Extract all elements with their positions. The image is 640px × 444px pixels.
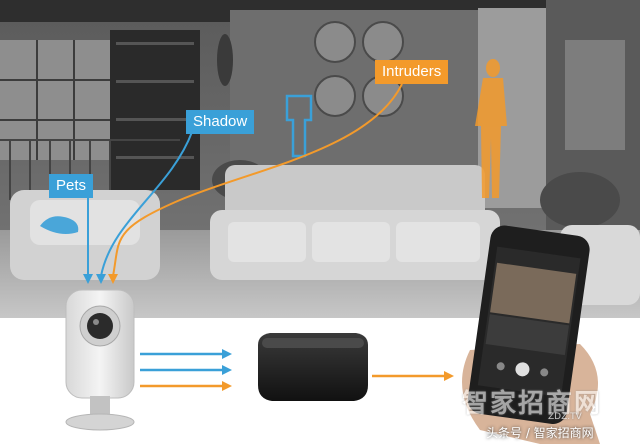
pets-label: Pets xyxy=(49,174,94,198)
left-window xyxy=(0,40,110,160)
watermark-logo-sub: ZDZ.TV xyxy=(548,412,582,422)
wall-mask xyxy=(217,34,233,86)
intruder-figure-icon xyxy=(475,59,507,198)
arrow-heads xyxy=(83,274,118,284)
hub-icon xyxy=(258,333,368,401)
plant-right xyxy=(540,172,620,228)
watermark-logo: 智家招商网 xyxy=(462,389,603,419)
pet-outline-icon xyxy=(40,216,79,234)
watermark-caption: 头条号 / 智家招商网 xyxy=(486,426,594,440)
camera-to-hub-arrows xyxy=(140,349,232,391)
hub-to-phone-arrow xyxy=(372,371,454,381)
shadow-label: Shadow xyxy=(186,110,255,134)
phone-icon xyxy=(467,225,590,424)
wall-plates xyxy=(314,21,404,117)
sofa xyxy=(210,165,500,280)
bookshelf xyxy=(110,30,200,190)
camera-icon xyxy=(65,289,135,431)
intruders-label: Intruders xyxy=(375,60,449,84)
armchair xyxy=(10,190,160,280)
detection-arrows xyxy=(87,83,403,277)
